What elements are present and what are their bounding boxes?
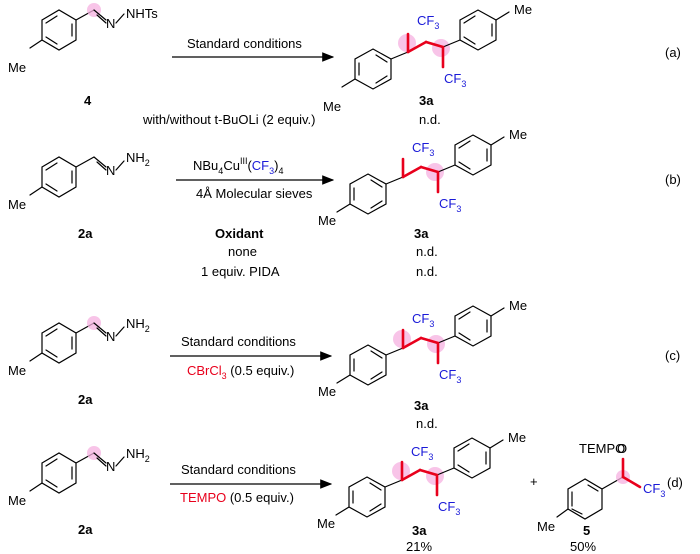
methyl-label: Me <box>509 127 527 142</box>
product-3a: CF3 CF3 Me Me <box>317 430 526 531</box>
svg-text:N: N <box>106 459 115 474</box>
svg-text:N: N <box>106 329 115 344</box>
arrow-condition-above: Standard conditions <box>187 36 302 51</box>
side-product-yield: 50% <box>570 539 596 554</box>
svg-text:N: N <box>106 16 115 31</box>
arrow-reagent-above: NBu4CuIII(CF3)4 <box>193 156 284 176</box>
oxidant-header: Oxidant <box>215 226 264 241</box>
methyl-label: Me <box>318 213 336 228</box>
arrow-condition-below: 4Å Molecular sieves <box>196 186 313 201</box>
result-note: n.d. <box>416 244 438 259</box>
reaction-row-b: N NH2 Me 2a NBu4CuIII(CF3)4 4Å Molecular… <box>8 127 681 279</box>
plus-sign: + <box>530 474 538 489</box>
svg-text:CF3: CF3 <box>444 71 466 89</box>
tempo-group: TEMPO <box>579 441 625 456</box>
methyl-label: Me <box>8 493 26 508</box>
product-yield: 21% <box>406 539 432 554</box>
product-3a: CF3 CF3 Me Me <box>318 127 527 228</box>
svg-text:NH2: NH2 <box>126 446 150 464</box>
compound-label-3a: 3a <box>414 226 429 241</box>
svg-text:NH2: NH2 <box>126 316 150 334</box>
start-material-4: N NHTs Me <box>8 3 158 75</box>
methyl-label: Me <box>514 2 532 17</box>
start-material-2a: N NH2 Me <box>8 316 150 378</box>
methyl-label: Me <box>317 516 335 531</box>
arrow-reagent-below: TEMPO (0.5 equiv.) <box>180 490 294 505</box>
reaction-row-a: N NHTs Me 4 Standard conditions CF3 CF3 … <box>8 2 681 127</box>
arrow-reagent-below: CBrCl3 (0.5 equiv.) <box>187 363 294 381</box>
compound-label-3a: 3a <box>419 93 434 108</box>
svg-text:O: O <box>617 441 627 456</box>
compound-label-2a: 2a <box>78 392 93 407</box>
compound-label-2a: 2a <box>78 226 93 241</box>
svg-text:N: N <box>106 163 115 178</box>
svg-text:NH2: NH2 <box>126 150 150 168</box>
result-note: n.d. <box>416 416 438 431</box>
svg-text:CF3: CF3 <box>412 311 434 329</box>
product-3a: CF3 CF3 Me Me <box>323 2 532 114</box>
svg-text:CF3: CF3 <box>439 367 461 385</box>
start-material-2a: N NH2 Me <box>8 446 150 508</box>
compound-label-5: 5 <box>583 523 590 538</box>
methyl-label: Me <box>508 430 526 445</box>
oxidant-none: none <box>228 244 257 259</box>
nhts-group: NHTs <box>126 6 158 21</box>
product-3a: CF3 CF3 Me Me <box>318 298 527 399</box>
row-tag: (b) <box>665 172 681 187</box>
oxidant-pida: 1 equiv. PIDA <box>201 264 280 279</box>
side-product-5: TEMPO O CF3 Me <box>537 441 665 534</box>
compound-label-2a: 2a <box>78 522 93 537</box>
methyl-label: Me <box>8 60 26 75</box>
row-tag: (a) <box>665 45 681 60</box>
row-tag: (d) <box>667 475 683 490</box>
start-material-2a: N NH2 Me <box>8 150 150 212</box>
compound-label-4: 4 <box>84 93 92 108</box>
arrow-condition-above: Standard conditions <box>181 334 296 349</box>
methyl-label: Me <box>8 197 26 212</box>
compound-label-3a: 3a <box>414 398 429 413</box>
result-note: n.d. <box>419 112 441 127</box>
reaction-row-d: N NH2 Me 2a Standard conditions TEMPO (0… <box>8 430 683 554</box>
result-note: n.d. <box>416 264 438 279</box>
svg-text:CF3: CF3 <box>438 499 460 517</box>
svg-text:CF3: CF3 <box>411 444 433 462</box>
methyl-label: Me <box>537 519 555 534</box>
condition-note: with/without t-BuOLi (2 equiv.) <box>142 112 315 127</box>
methyl-label: Me <box>318 384 336 399</box>
arrow-condition-above: Standard conditions <box>181 462 296 477</box>
methyl-label: Me <box>8 363 26 378</box>
row-tag: (c) <box>665 348 680 363</box>
svg-text:CF3: CF3 <box>417 13 439 31</box>
compound-label-3a: 3a <box>412 523 427 538</box>
svg-text:CF3: CF3 <box>643 481 665 499</box>
reaction-row-c: N NH2 Me 2a Standard conditions CBrCl3 (… <box>8 298 680 431</box>
svg-text:CF3: CF3 <box>412 140 434 158</box>
methyl-label: Me <box>323 99 341 114</box>
methyl-label: Me <box>509 298 527 313</box>
svg-text:CF3: CF3 <box>439 196 461 214</box>
